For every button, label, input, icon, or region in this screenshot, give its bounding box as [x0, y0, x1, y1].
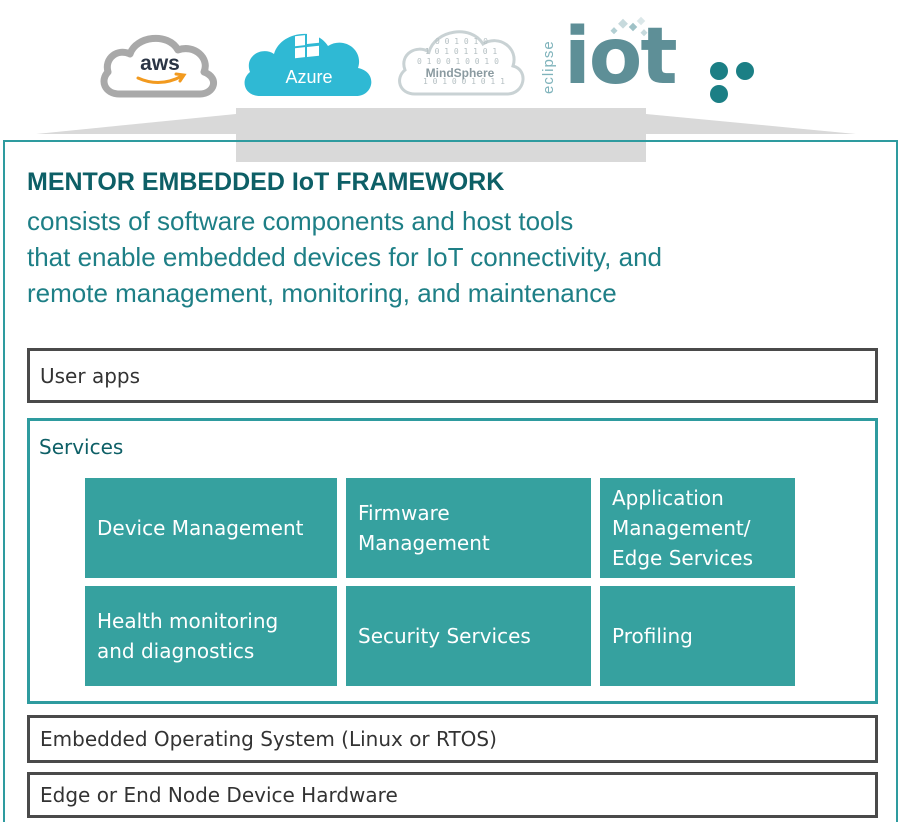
service-application-management: Application Management/ Edge Services [600, 478, 795, 578]
user-apps-label: User apps [40, 363, 141, 388]
service-health-monitoring: Health monitoring and diagnostics [85, 586, 337, 686]
hardware-label: Edge or End Node Device Hardware [40, 783, 398, 807]
service-profiling: Profiling [600, 586, 795, 686]
cloud-platform-logos: aws Azure 0 0 1 0 1 0 1 0 1 0 1 1 0 1 0 … [0, 0, 902, 112]
services-layer: Services Device Management Firmware Mana… [27, 418, 878, 704]
services-label: Services [39, 435, 124, 459]
ellipsis-dot [736, 62, 754, 80]
mindsphere-logo-text: MindSphere [425, 66, 495, 80]
iot-wordmark: iot [564, 12, 678, 102]
description-line: consists of software components and host… [27, 206, 574, 236]
service-label: and diagnostics [97, 639, 255, 663]
more-platforms-ellipsis [710, 62, 782, 103]
service-label: Security Services [358, 624, 531, 648]
azure-logo-text: Azure [285, 67, 333, 87]
user-apps-layer: User apps [27, 348, 878, 403]
os-label: Embedded Operating System (Linux or RTOS… [40, 727, 497, 751]
aws-logo-text: aws [140, 52, 180, 75]
service-firmware-management: Firmware Management [346, 478, 591, 578]
framework-title: MENTOR EMBEDDED IoT FRAMEWORK [27, 168, 505, 196]
hardware-layer: Edge or End Node Device Hardware [27, 772, 878, 818]
aws-logo: aws [98, 28, 222, 102]
service-label: Device Management [97, 516, 304, 540]
framework-frame [3, 140, 898, 822]
description-line: that enable embedded devices for IoT con… [27, 242, 662, 272]
service-label: Firmware [358, 501, 450, 525]
framework-description: consists of software components and host… [27, 203, 662, 311]
ellipsis-dot [710, 85, 728, 103]
service-security-services: Security Services [346, 586, 591, 686]
svg-text:0 0 1 0 1 0: 0 0 1 0 1 0 [435, 37, 488, 46]
azure-logo: Azure [240, 22, 378, 100]
svg-text:1 0 1 0 1 1 0 1: 1 0 1 0 1 1 0 1 [425, 47, 497, 56]
service-label: Management/ [612, 516, 751, 540]
ellipsis-dot [710, 62, 728, 80]
connector-arrow [36, 108, 856, 162]
service-label: Edge Services [612, 546, 754, 570]
operating-system-layer: Embedded Operating System (Linux or RTOS… [27, 715, 878, 763]
service-label: Profiling [612, 624, 693, 648]
mindsphere-logo: 0 0 1 0 1 0 1 0 1 0 1 1 0 1 0 1 0 0 1 0 … [395, 22, 525, 98]
svg-text:1 0 1 0 0 1 0 1 1: 1 0 1 0 0 1 0 1 1 [423, 77, 505, 86]
eclipse-iot-logo: eclipse iot [540, 14, 680, 100]
service-device-management: Device Management [85, 478, 337, 578]
eclipse-wordmark: eclipse [540, 40, 557, 94]
svg-text:0 1 0 0 1 0 0 1 0: 0 1 0 0 1 0 0 1 0 [417, 57, 499, 66]
service-label: Application [612, 486, 724, 510]
service-label: Health monitoring [97, 609, 279, 633]
description-line: remote management, monitoring, and maint… [27, 278, 617, 308]
service-label: Management [358, 531, 490, 555]
